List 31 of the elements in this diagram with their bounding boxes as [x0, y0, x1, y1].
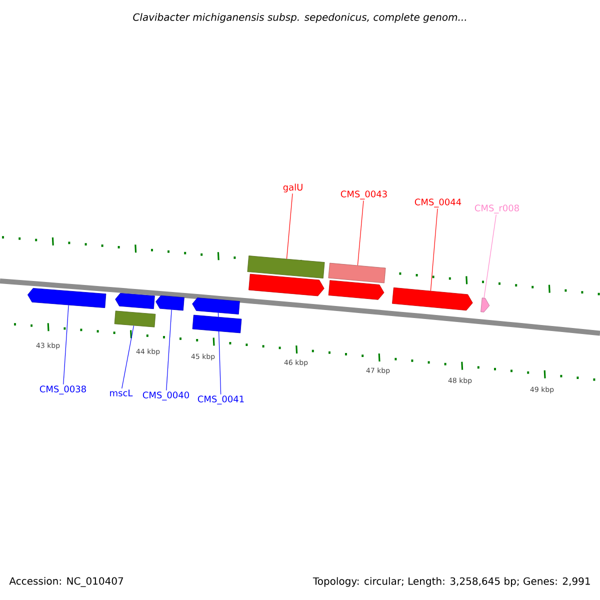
- footer-text: Topology: circular; Length: 3,258,645 bp; Genes: 2,991: [312, 577, 590, 587]
- gene-label: CMS_0040: [142, 392, 189, 400]
- gene-label: galU: [283, 184, 302, 192]
- gene-label: CMS_0044: [414, 198, 462, 208]
- gene-feature: [192, 298, 240, 314]
- leader-line: [484, 214, 496, 298]
- gene-feature: [328, 280, 384, 300]
- gene-label: CMS_0043: [340, 190, 387, 200]
- leader-line: [218, 312, 222, 395]
- gene-label: mscL: [110, 390, 133, 396]
- leader-line: [63, 304, 69, 385]
- gene-feature: [114, 310, 156, 328]
- gene-feature: [247, 256, 325, 278]
- footer-text: Accession: NC_010407: [9, 577, 124, 587]
- gene-feature: [480, 298, 490, 312]
- gene-feature: [115, 292, 155, 310]
- gene-label: CMS_0041: [198, 396, 244, 404]
- leader-line: [286, 193, 293, 260]
- gene-feature: [248, 274, 324, 296]
- leader-line: [166, 309, 172, 391]
- leader-line: [122, 325, 134, 389]
- gene-feature: [328, 262, 386, 284]
- gene-feature: [156, 295, 184, 311]
- gene-label: CMS_0038: [40, 386, 86, 394]
- gene-feature: [27, 288, 106, 308]
- title: Clavibacter michiganensis subsp. sepedonicus, complete genom...: [133, 13, 466, 23]
- gene-feature: [392, 287, 473, 311]
- leader-line: [430, 208, 438, 292]
- gene-label: CMS_r008: [474, 204, 519, 214]
- gene-feature: [192, 314, 242, 334]
- leader-line: [357, 200, 364, 266]
